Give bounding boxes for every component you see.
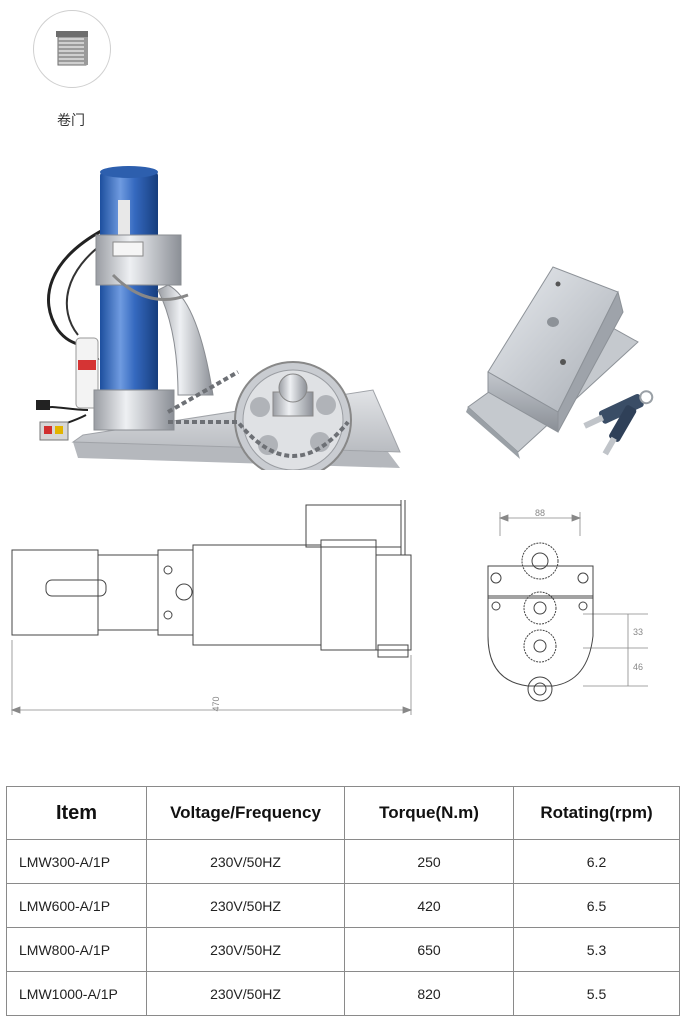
cell-item: LMW1000-A/1P [6,971,147,1016]
front-view-drawing: 88 33 46 [487,508,648,702]
category-label: 卷门 [57,113,85,129]
header-rotating: Rotating(rpm) [513,786,680,840]
cell-rotating: 5.3 [513,927,680,972]
cell-voltage: 230V/50HZ [146,971,345,1016]
cell-item: LMW800-A/1P [6,927,147,972]
spec-table: Item Voltage/Frequency Torque(N.m) Rotat… [6,786,680,1016]
dimension-b-label: 46 [633,662,643,672]
dimension-a-label: 33 [633,627,643,637]
cell-torque: 820 [344,971,514,1016]
cell-item: LMW300-A/1P [6,839,147,884]
cell-voltage: 230V/50HZ [146,883,345,928]
table-row: LMW300-A/1P 230V/50HZ 250 6.2 [6,839,680,884]
header-torque: Torque(N.m) [344,786,514,840]
cell-rotating: 6.5 [513,883,680,928]
rolling-shutter-icon[interactable] [33,10,111,88]
table-row: LMW1000-A/1P 230V/50HZ 820 5.5 [6,971,680,1016]
cell-voltage: 230V/50HZ [146,839,345,884]
table-header-row: Item Voltage/Frequency Torque(N.m) Rotat… [6,786,680,840]
header-voltage: Voltage/Frequency [146,786,345,840]
release-box-photo [466,266,654,459]
table-row: LMW800-A/1P 230V/50HZ 650 5.3 [6,927,680,972]
cell-torque: 420 [344,883,514,928]
cell-voltage: 230V/50HZ [146,927,345,972]
cell-rotating: 5.5 [513,971,680,1016]
side-view-drawing: 470 [10,500,413,715]
cell-rotating: 6.2 [513,839,680,884]
header-item: Item [6,786,147,840]
motor-photo [36,166,401,470]
cell-torque: 250 [344,839,514,884]
cell-item: LMW600-A/1P [6,883,147,928]
width-dimension-label: 88 [535,508,545,518]
cell-torque: 650 [344,927,514,972]
length-dimension-label: 470 [211,696,221,711]
table-row: LMW600-A/1P 230V/50HZ 420 6.5 [6,883,680,928]
